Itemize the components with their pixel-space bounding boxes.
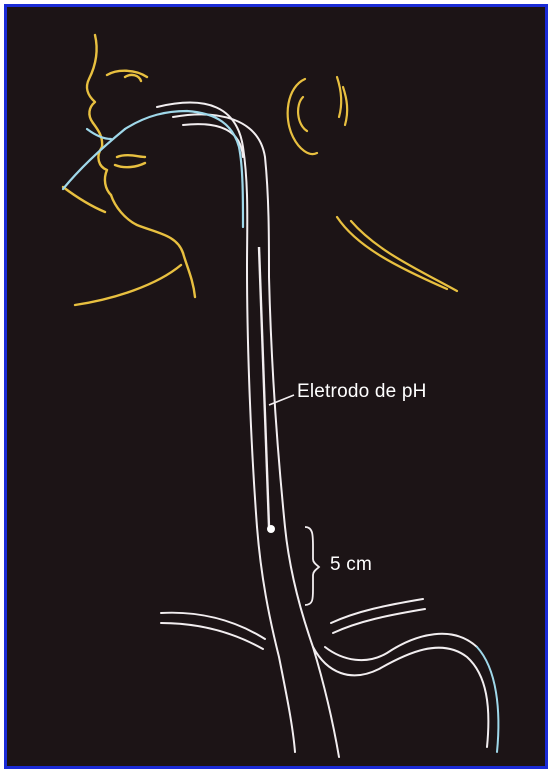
anatomy-illustration (7, 7, 548, 769)
head-outline (63, 35, 195, 305)
diagram-frame: Eletrodo de pH 5 cm (4, 4, 548, 769)
ear-icon (288, 77, 457, 291)
distance-bracket (305, 527, 319, 605)
esophagus-tube (157, 103, 339, 757)
diaphragm (161, 599, 425, 649)
distance-label: 5 cm (330, 554, 372, 576)
catheter (63, 111, 243, 227)
stomach (313, 634, 498, 752)
ph-probe (259, 247, 294, 533)
electrode-label: Eletrodo de pH (297, 381, 427, 403)
